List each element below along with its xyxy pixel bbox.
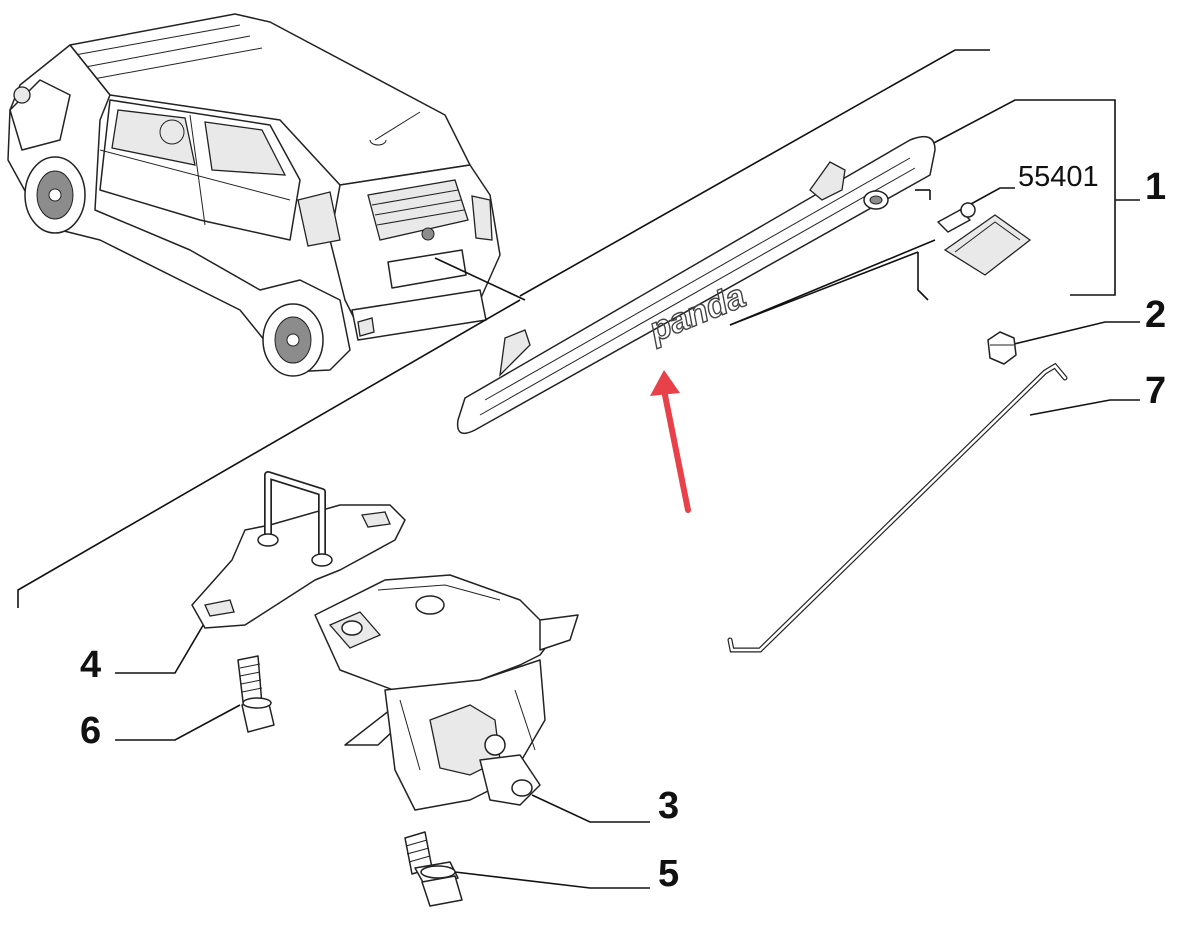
car-illustration [7, 13, 526, 377]
label-7: 7 [1145, 370, 1166, 412]
label-1: 1 [1145, 166, 1166, 208]
screw-6-part [237, 655, 275, 733]
label-4: 4 [80, 644, 101, 686]
nut-part [987, 331, 1017, 365]
label-6: 6 [80, 710, 101, 752]
callout-lines [17, 49, 1140, 889]
red-arrow-indicator [650, 370, 691, 513]
striker-bracket-part [191, 471, 406, 629]
label-2: 2 [1145, 294, 1166, 336]
label-55401: 55401 [1018, 161, 1099, 193]
label-5: 5 [658, 853, 679, 895]
bolt-5-part [404, 831, 463, 907]
rod-part [727, 362, 1068, 653]
label-3: 3 [658, 785, 679, 827]
trim-handle-part: panda [456, 135, 936, 435]
lock-mechanism-part [314, 574, 579, 811]
plate-light-parts [937, 202, 1032, 276]
